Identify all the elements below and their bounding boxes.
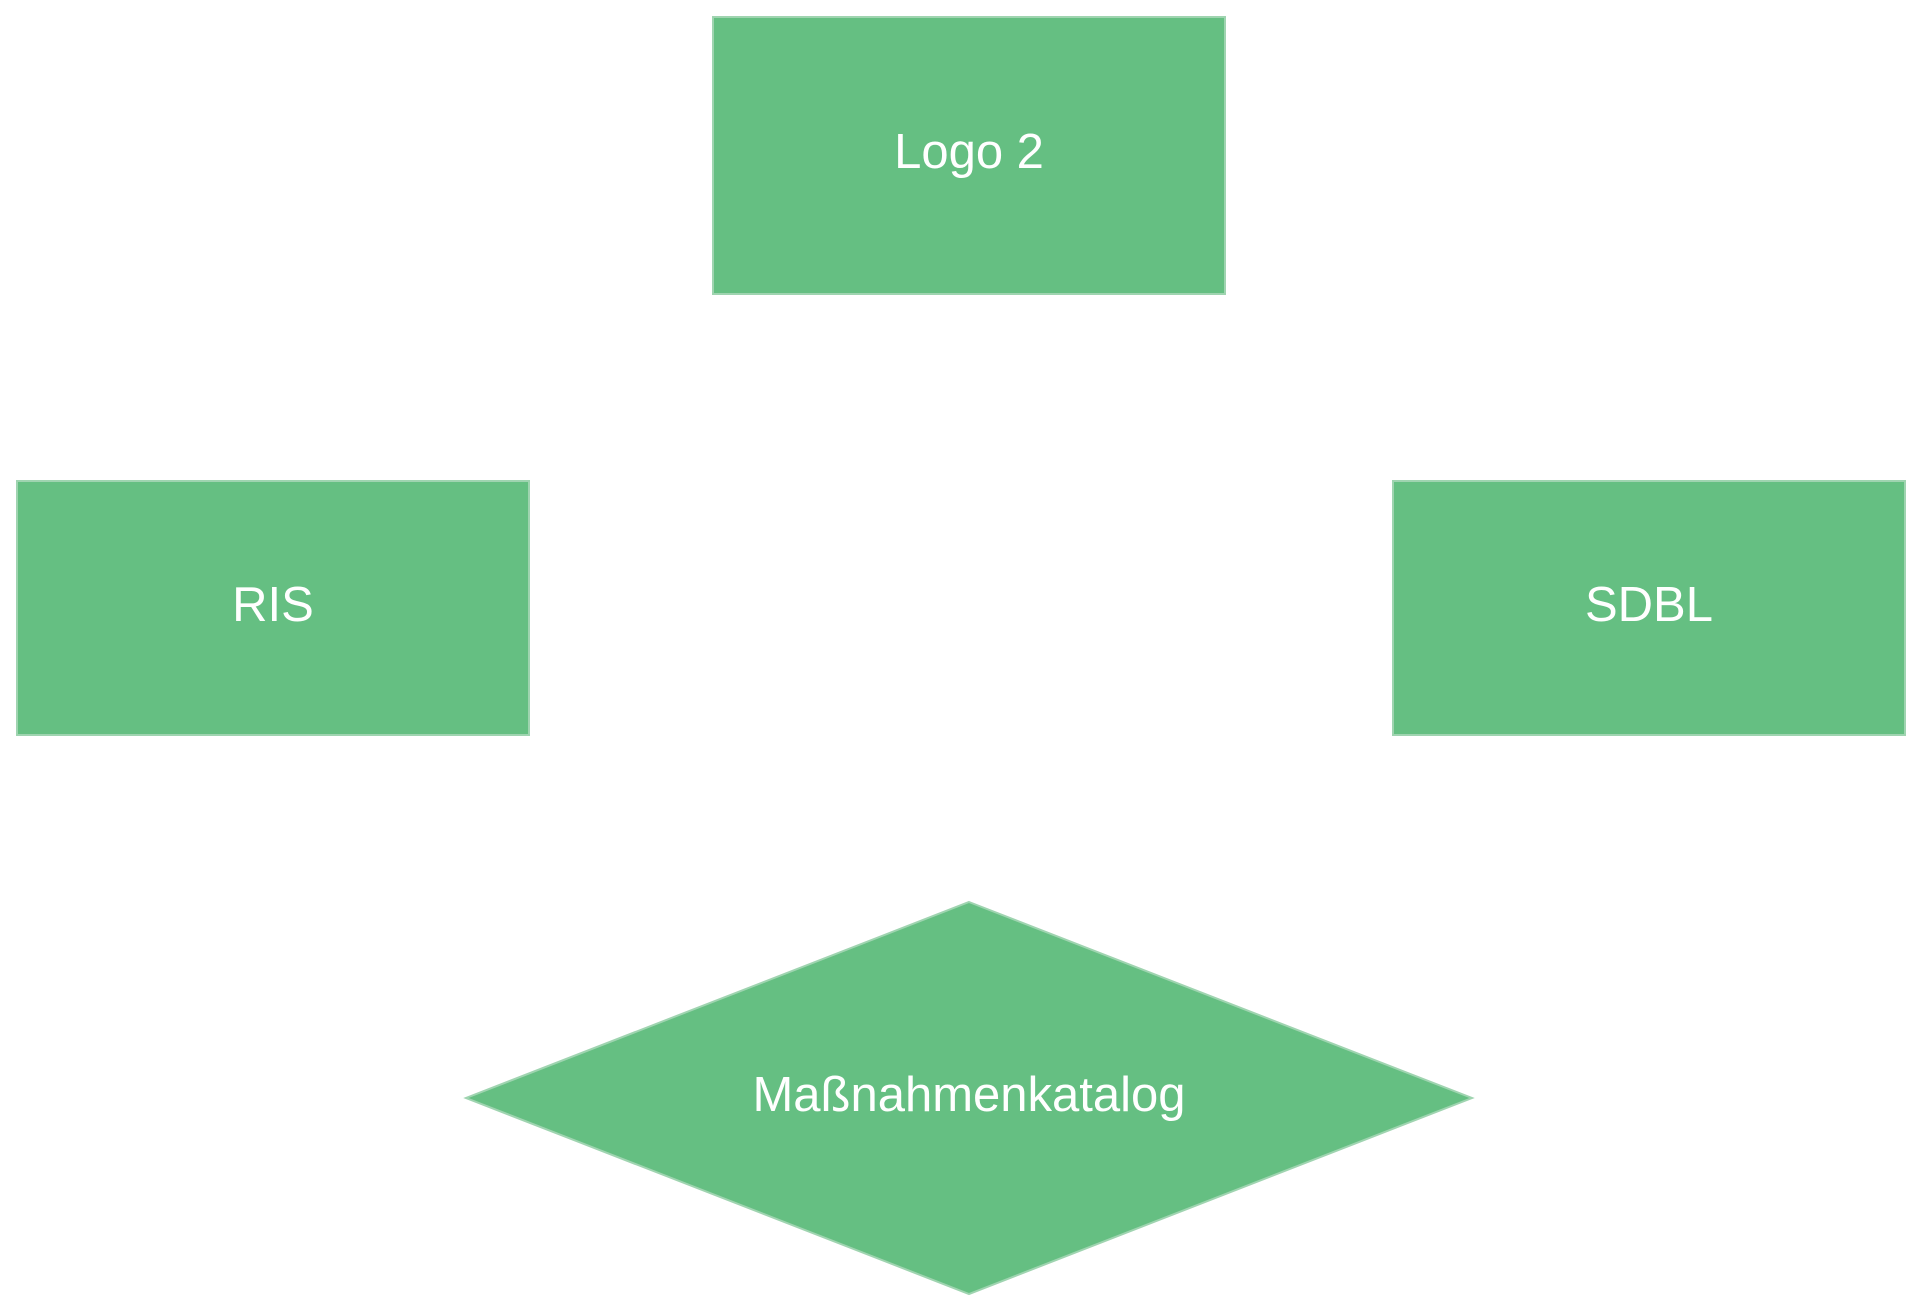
node-ris: RIS bbox=[16, 480, 530, 736]
node-sdbl: SDBL bbox=[1392, 480, 1906, 736]
node-massnahmenkatalog-diamond bbox=[463, 900, 1475, 1296]
node-logo2-label: Logo 2 bbox=[894, 125, 1044, 179]
node-logo2: Logo 2 bbox=[712, 16, 1226, 295]
node-sdbl-box bbox=[1392, 480, 1906, 736]
node-massnahmenkatalog-label: Maßnahmenkatalog bbox=[752, 1068, 1185, 1122]
node-logo2-box bbox=[712, 16, 1226, 295]
node-ris-box bbox=[16, 480, 530, 736]
node-sdbl-label: SDBL bbox=[1585, 578, 1713, 632]
node-massnahmenkatalog: Maßnahmenkatalog bbox=[463, 900, 1475, 1296]
node-ris-label: RIS bbox=[232, 578, 314, 632]
